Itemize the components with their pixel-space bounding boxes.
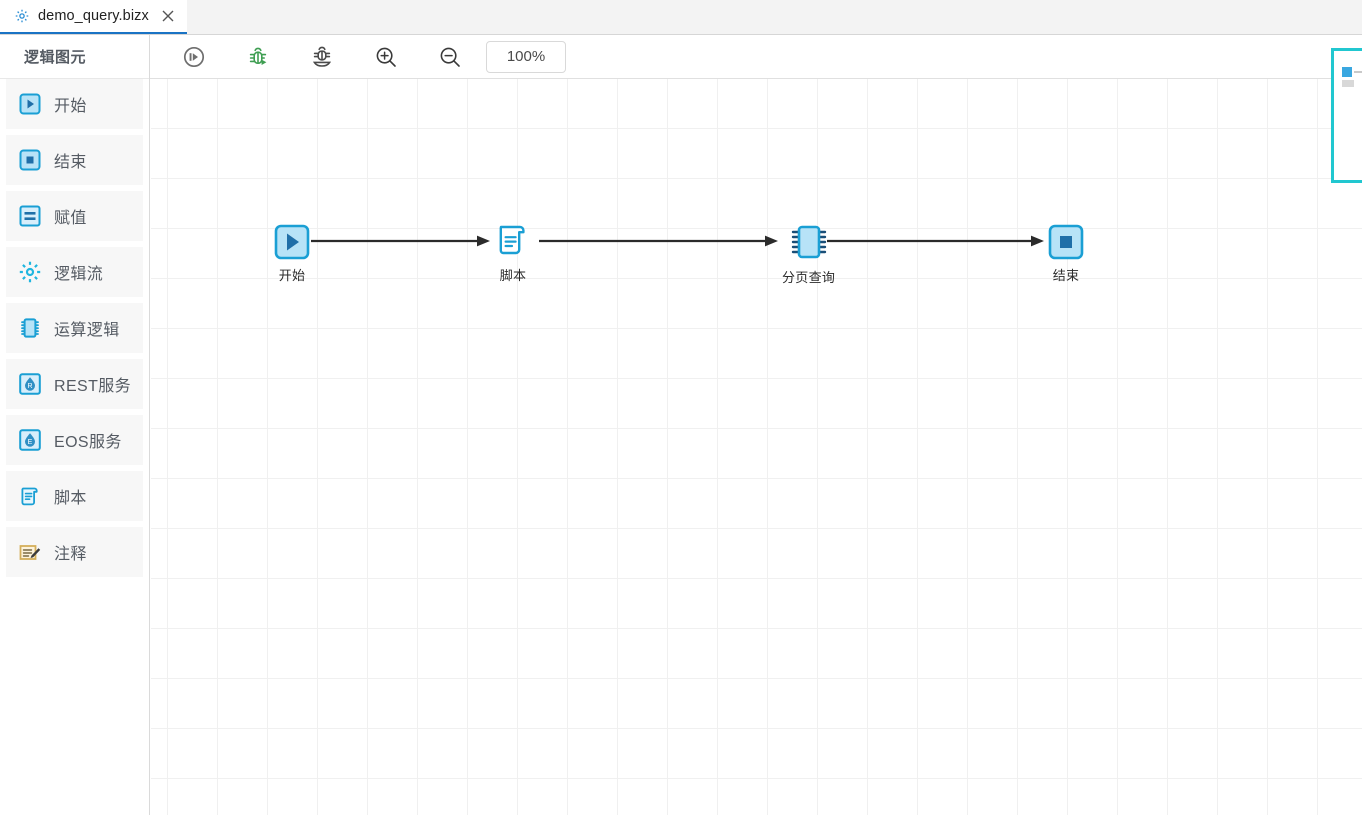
- script-icon: [21, 487, 38, 506]
- close-icon[interactable]: [161, 9, 175, 23]
- zoom-in-icon: [376, 47, 396, 67]
- svg-text:R: R: [27, 383, 32, 390]
- palette-item-label: 脚本: [54, 490, 87, 507]
- palette-item-label: 运算逻辑: [54, 322, 120, 339]
- palette-item-compute-logic[interactable]: 运算逻辑: [6, 303, 143, 353]
- end-node-icon: [1048, 224, 1084, 260]
- palette-item-annotation[interactable]: 注释: [6, 527, 143, 577]
- end-node-icon: [19, 149, 41, 171]
- diagram-canvas[interactable]: 开始 脚本 分页查询 结束: [151, 79, 1362, 815]
- editor-toolbar: 100%: [150, 35, 1362, 79]
- palette-item-label: 逻辑流: [54, 266, 104, 283]
- node-label: 脚本: [499, 268, 527, 283]
- gear-icon: [15, 9, 29, 23]
- palette-item-label: REST服务: [54, 378, 132, 395]
- edge-start-to-script[interactable]: [311, 234, 491, 248]
- palette-item-start[interactable]: 开始: [6, 79, 143, 129]
- node-label: 开始: [278, 268, 306, 283]
- step-run-button[interactable]: [162, 36, 226, 78]
- node-paged-query[interactable]: 分页查询: [782, 222, 835, 286]
- start-node-icon: [274, 224, 310, 260]
- debug-run-button[interactable]: [226, 36, 290, 78]
- debug-bug-stop-icon: [312, 46, 332, 67]
- node-end[interactable]: 结束: [1048, 224, 1084, 284]
- compute-logic-icon: [791, 225, 826, 259]
- palette-item-label: 结束: [54, 154, 87, 171]
- logic-flow-icon: [19, 261, 41, 283]
- zoom-in-button[interactable]: [354, 36, 418, 78]
- compute-logic-icon: [21, 318, 39, 338]
- palette-item-script[interactable]: 脚本: [6, 471, 143, 521]
- palette-header-label: 逻辑图元: [24, 49, 87, 66]
- outline-panel[interactable]: [1331, 48, 1362, 183]
- palette-item-eos-service[interactable]: E EOS服务: [6, 415, 143, 465]
- palette-item-label: 开始: [54, 98, 87, 115]
- palette-item-end[interactable]: 结束: [6, 135, 143, 185]
- palette-header: 逻辑图元: [0, 35, 149, 79]
- node-script[interactable]: 脚本: [494, 222, 532, 284]
- tab-label: demo_query.bizx: [38, 8, 149, 24]
- assign-node-icon: [19, 205, 41, 227]
- palette-item-assign[interactable]: 赋值: [6, 191, 143, 241]
- palette-item-label: 注释: [54, 546, 87, 563]
- zoom-level-input[interactable]: 100%: [486, 40, 566, 73]
- outline-tree-item[interactable]: [1342, 67, 1362, 77]
- palette-item-label: 赋值: [54, 210, 87, 227]
- palette-item-rest-service[interactable]: R REST服务: [6, 359, 143, 409]
- outline-node-icon: [1342, 67, 1352, 77]
- zoom-out-icon: [440, 47, 460, 67]
- eos-service-icon: E: [19, 429, 41, 451]
- palette-item-label: EOS服务: [54, 434, 122, 451]
- node-start[interactable]: 开始: [274, 224, 310, 284]
- node-label: 结束: [1052, 268, 1080, 283]
- debug-stop-button[interactable]: [290, 36, 354, 78]
- tab-demo-query[interactable]: demo_query.bizx: [0, 0, 187, 34]
- debug-bug-play-icon: [249, 47, 267, 65]
- step-run-icon: [183, 46, 205, 67]
- palette-sidebar: 逻辑图元 开始 结束: [0, 35, 150, 815]
- palette-list: 开始 结束 赋值: [0, 79, 149, 577]
- palette-item-logic-flow[interactable]: 逻辑流: [6, 247, 143, 297]
- outline-node-sub: [1342, 80, 1354, 87]
- outline-node-line: [1354, 71, 1362, 73]
- node-label: 分页查询: [782, 270, 836, 285]
- zoom-out-button[interactable]: [418, 36, 482, 78]
- edge-script-to-query[interactable]: [539, 234, 779, 248]
- start-node-icon: [19, 93, 41, 115]
- tab-bar: demo_query.bizx: [0, 0, 1362, 35]
- script-icon: [499, 225, 525, 255]
- annotation-icon: [19, 545, 41, 560]
- rest-service-icon: R: [19, 373, 41, 395]
- edge-query-to-end[interactable]: [827, 234, 1045, 248]
- svg-text:E: E: [28, 439, 33, 446]
